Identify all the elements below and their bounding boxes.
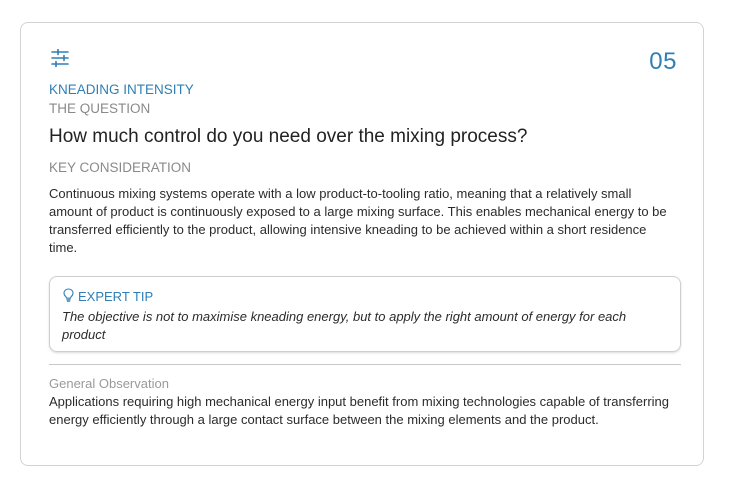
topic-heading: KNEADING INTENSITY (49, 82, 194, 97)
question-card: 05 KNEADING INTENSITY THE QUESTION How m… (20, 22, 704, 466)
divider (49, 364, 681, 365)
expert-tip-label: EXPERT TIP (78, 289, 154, 304)
question-text: How much control do you need over the mi… (49, 126, 528, 147)
expert-tip-text: The objective is not to maximise kneadin… (62, 309, 627, 342)
key-consideration-label: KEY CONSIDERATION (49, 160, 192, 175)
expert-tip-box: EXPERT TIP The objective is not to maxim… (49, 276, 681, 352)
step-number: 05 (649, 48, 677, 75)
sliders-icon (51, 48, 71, 68)
general-observation-text: Applications requiring high mechanical e… (49, 394, 670, 427)
question-label: THE QUESTION (49, 101, 151, 116)
general-observation-label: General Observation (49, 376, 169, 391)
key-consideration-text: Continuous mixing systems operate with a… (49, 186, 667, 255)
expert-tip-header: EXPERT TIP (62, 288, 668, 305)
lightbulb-icon (62, 288, 78, 305)
